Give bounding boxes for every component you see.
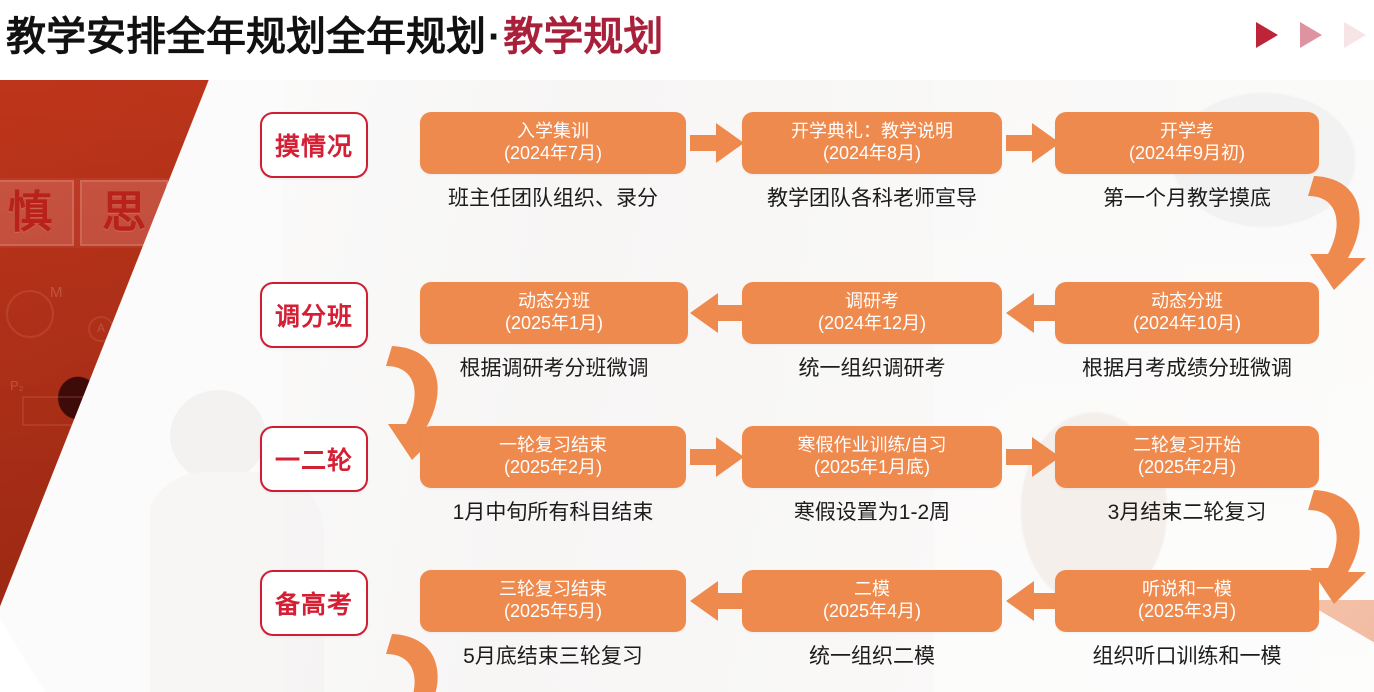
row-tag-4[interactable]: 备高考 — [260, 570, 368, 636]
card-date: (2024年9月初) — [1128, 143, 1246, 163]
timeline-card-2-3[interactable]: 动态分班 (2024年10月) — [1055, 282, 1319, 344]
card-date: (2025年4月) — [822, 601, 922, 621]
timeline-rows: 摸情况 入学集训 (2024年7月) 班主任团队组织、录分 开学典礼：教学说明 … — [0, 80, 1374, 692]
background-student-photo — [150, 380, 360, 692]
header-bar: 教学安排全年规划全年规划·教学规划 — [0, 0, 1374, 80]
arrow-right-icon-1-1 — [690, 123, 744, 163]
triangle-icon-3 — [1344, 22, 1366, 48]
timeline-caption-3-2: 寒假设置为1-2周 — [793, 501, 951, 524]
card-title: 动态分班 — [1151, 291, 1223, 312]
card-date: (2024年8月) — [822, 143, 922, 163]
card-date: (2025年5月) — [503, 601, 603, 621]
timeline-caption-4-1: 5月底结束三轮复习 — [463, 645, 643, 668]
arrow-left-icon-2-1 — [690, 293, 744, 333]
timeline-caption-3-1: 1月中旬所有科目结束 — [452, 501, 654, 524]
card-title: 调研考 — [845, 291, 899, 312]
card-date: (2025年1月) — [504, 313, 604, 333]
classroom-photo: 慎 思 明 M A P₂ — [0, 80, 282, 692]
header-decoration — [1256, 22, 1366, 48]
timeline-caption-1-2: 教学团队各科老师宣导 — [767, 187, 977, 210]
card-title: 听说和一模 — [1142, 579, 1232, 600]
page-title-accent: 教学规划 — [503, 15, 664, 59]
page-title-main: 教学安排全年规划全年规划 — [6, 15, 486, 59]
card-title: 三轮复习结束 — [499, 579, 607, 600]
timeline-card-1-1[interactable]: 入学集训 (2024年7月) — [420, 112, 686, 174]
card-date: (2025年3月) — [1137, 601, 1237, 621]
card-title: 动态分班 — [518, 291, 590, 312]
row-tag-3[interactable]: 一二轮 — [260, 426, 368, 492]
card-date: (2024年10月) — [1132, 313, 1242, 333]
card-date: (2025年1月底) — [813, 457, 931, 477]
timeline-card-4-2[interactable]: 二模 (2025年4月) — [742, 570, 1002, 632]
timeline-caption-2-1: 根据调研考分班微调 — [459, 357, 649, 380]
arrow-left-icon-2-2 — [1006, 293, 1060, 333]
timeline-card-4-3[interactable]: 听说和一模 (2025年3月) — [1055, 570, 1319, 632]
card-date: (2025年2月) — [1137, 457, 1237, 477]
triangle-icon-2 — [1300, 22, 1322, 48]
timeline-row-1: 摸情况 入学集训 (2024年7月) 班主任团队组织、录分 开学典礼：教学说明 … — [0, 108, 1374, 254]
row-tag-2[interactable]: 调分班 — [260, 282, 368, 348]
arrow-left-icon-4-1 — [690, 581, 744, 621]
card-title: 入学集训 — [517, 121, 589, 142]
timeline-card-3-2[interactable]: 寒假作业训练/自习 (2025年1月底) — [742, 426, 1002, 488]
student-head — [170, 390, 266, 482]
card-date: (2025年2月) — [503, 457, 603, 477]
arrow-right-icon-3-1 — [690, 437, 744, 477]
timeline-row-4: 备高考 三轮复习结束 (2025年5月) 5月底结束三轮复习 二模 (2025年… — [0, 566, 1374, 692]
card-title: 二轮复习开始 — [1133, 435, 1241, 456]
timeline-card-3-3[interactable]: 二轮复习开始 (2025年2月) — [1055, 426, 1319, 488]
triangle-icon-1 — [1256, 22, 1278, 48]
timeline-card-1-3[interactable]: 开学考 (2024年9月初) — [1055, 112, 1319, 174]
timeline-caption-3-3: 3月结束二轮复习 — [1107, 501, 1267, 524]
card-title: 一轮复习结束 — [499, 435, 607, 456]
timeline-caption-1-3: 第一个月教学摸底 — [1103, 187, 1271, 210]
timeline-card-1-2[interactable]: 开学典礼：教学说明 (2024年8月) — [742, 112, 1002, 174]
timeline-card-2-1[interactable]: 动态分班 (2025年1月) — [420, 282, 688, 344]
slide-body: 慎 思 明 M A P₂ 摸情况 — [0, 80, 1374, 692]
card-title: 开学考 — [1160, 121, 1214, 142]
arrow-right-icon-1-2 — [1006, 123, 1060, 163]
row-tag-1[interactable]: 摸情况 — [260, 112, 368, 178]
card-date: (2024年12月) — [817, 313, 927, 333]
curved-arrow-icon-row3-to-row4 — [1300, 476, 1374, 616]
card-title: 二模 — [854, 579, 890, 600]
curved-arrow-icon-row1-to-row2 — [1300, 162, 1374, 302]
page-title: 教学安排全年规划全年规划·教学规划 — [6, 6, 663, 68]
timeline-caption-4-3: 组织听口训练和一模 — [1092, 645, 1282, 668]
timeline-caption-2-3: 根据月考成绩分班微调 — [1082, 357, 1292, 380]
card-date: (2024年7月) — [503, 143, 603, 163]
timeline-caption-1-1: 班主任团队组织、录分 — [448, 187, 658, 210]
card-title: 开学典礼：教学说明 — [791, 121, 953, 142]
curved-arrow-icon-row4-continue — [378, 620, 458, 692]
timeline-card-4-1[interactable]: 三轮复习结束 (2025年5月) — [420, 570, 686, 632]
timeline-card-2-2[interactable]: 调研考 (2024年12月) — [742, 282, 1002, 344]
arrow-left-icon-4-2 — [1006, 581, 1060, 621]
timeline-caption-2-2: 统一组织调研考 — [798, 357, 946, 380]
card-title: 寒假作业训练/自习 — [797, 435, 947, 456]
arrow-right-icon-3-2 — [1006, 437, 1060, 477]
page-title-separator: · — [488, 15, 502, 59]
timeline-caption-4-2: 统一组织二模 — [809, 645, 935, 668]
timeline-row-3: 一二轮 一轮复习结束 (2025年2月) 1月中旬所有科目结束 寒假作业训练/自… — [0, 422, 1374, 568]
timeline-row-2: 调分班 动态分班 (2025年1月) 根据调研考分班微调 调研考 (2024年1… — [0, 278, 1374, 424]
timeline-card-3-1[interactable]: 一轮复习结束 (2025年2月) — [420, 426, 686, 488]
